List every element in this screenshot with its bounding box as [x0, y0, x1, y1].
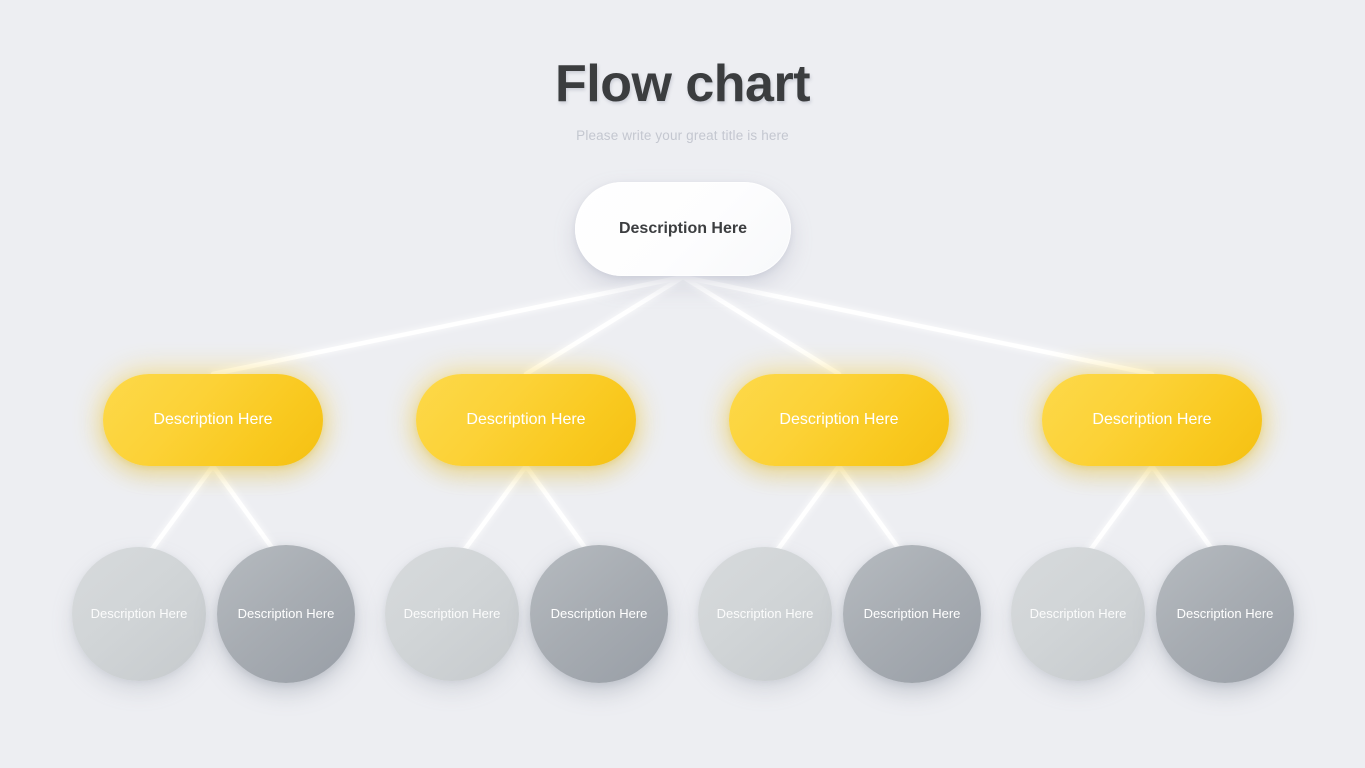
node-level3-5-label: Description Here: [716, 605, 814, 621]
node-level3-6[interactable]: Description Here: [843, 545, 981, 683]
slide-header: Flow chart Please write your great title…: [0, 56, 1365, 143]
node-level3-8-label: Description Here: [1176, 605, 1274, 621]
node-level2-2[interactable]: Description Here: [416, 374, 636, 466]
node-level2-1[interactable]: Description Here: [103, 374, 323, 466]
node-root[interactable]: Description Here: [575, 182, 791, 276]
edge-root-n1: [210, 274, 686, 377]
node-level2-4[interactable]: Description Here: [1042, 374, 1262, 466]
edge-n2-c3: [457, 463, 529, 559]
edge-n1-c2: [210, 463, 281, 559]
node-level2-1-label: Description Here: [153, 410, 273, 428]
node-level2-4-label: Description Here: [1092, 410, 1212, 428]
node-level3-7[interactable]: Description Here: [1011, 547, 1145, 681]
node-level3-4[interactable]: Description Here: [530, 545, 668, 683]
node-level3-6-label: Description Here: [863, 605, 961, 621]
node-level3-3-label: Description Here: [403, 605, 501, 621]
node-level3-2-label: Description Here: [237, 605, 335, 621]
node-level3-2[interactable]: Description Here: [217, 545, 355, 683]
edge-root-n4: [680, 274, 1155, 377]
node-level2-2-label: Description Here: [466, 410, 586, 428]
node-level3-1-label: Description Here: [90, 605, 188, 621]
node-level3-1[interactable]: Description Here: [72, 547, 206, 681]
page-title: Flow chart: [554, 55, 811, 113]
page-subtitle: Please write your great title is here: [576, 128, 789, 144]
edge-n2-c4: [523, 463, 594, 559]
node-level3-3[interactable]: Description Here: [385, 547, 519, 681]
node-level2-3[interactable]: Description Here: [729, 374, 949, 466]
node-level3-5[interactable]: Description Here: [698, 547, 832, 681]
edge-n3-c6: [836, 463, 907, 559]
edge-n4-c7: [1083, 463, 1155, 559]
node-root-label: Description Here: [618, 219, 748, 237]
node-level3-8[interactable]: Description Here: [1156, 545, 1294, 683]
edge-root-n2: [523, 274, 686, 377]
node-level3-7-label: Description Here: [1029, 605, 1127, 621]
edge-root-n3: [680, 274, 842, 377]
node-level3-4-label: Description Here: [550, 605, 648, 621]
node-level2-3-label: Description Here: [779, 410, 899, 428]
edge-n3-c5: [770, 463, 842, 559]
edge-n4-c8: [1149, 463, 1220, 559]
edge-n1-c1: [144, 463, 216, 559]
